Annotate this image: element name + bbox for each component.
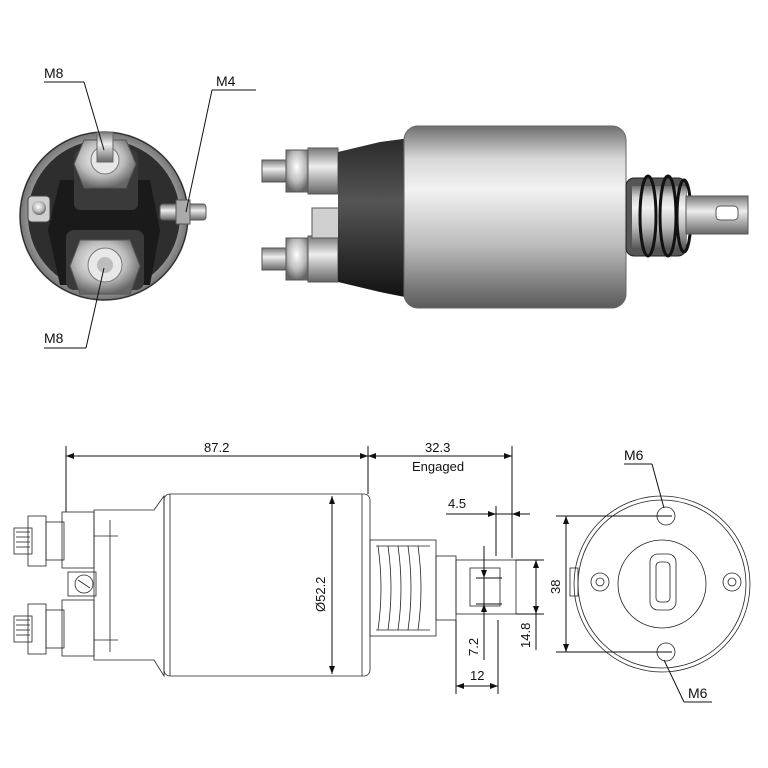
callout-top-m6: M6 [624, 447, 644, 463]
dim-plunger-travel: 32.3 [425, 440, 450, 455]
photo-end-view [19, 131, 207, 301]
dim-tab-slot: 7.2 [466, 638, 481, 656]
callout-top-m8: M8 [44, 65, 64, 81]
photo-callouts: M8 M4 M8 [44, 65, 256, 349]
callout-bottom-m6: M6 [688, 685, 708, 701]
bottom-m8-terminal-photo [69, 239, 141, 295]
callout-m4: M4 [216, 73, 236, 89]
dim-overall-length: 87.2 [204, 440, 229, 455]
callout-bottom-m8: M8 [44, 330, 64, 346]
dim-tab-length: 12 [470, 668, 484, 683]
dim-plunger-offset: 4.5 [448, 496, 466, 511]
dim-plunger-state: Engaged [412, 459, 464, 474]
dimension-lines: 87.2 32.3 Engaged 4.5 Ø52.2 7.2 14.8 [65, 440, 544, 694]
drawing-terminals [13, 511, 97, 657]
end-view-bolt-holes [590, 506, 742, 662]
end-view-callouts: M6 M6 [624, 447, 712, 703]
side-terminals-photo [261, 147, 349, 283]
drawing-side-elevation [13, 493, 517, 678]
top-m8-terminal-photo [73, 131, 137, 189]
dim-tab-width: 14.8 [518, 623, 533, 648]
m4-terminal-photo [159, 199, 207, 225]
drawing-end-view: 38 [548, 495, 751, 673]
dim-flange-height: 38 [548, 580, 563, 594]
dim-body-diameter: Ø52.2 [313, 577, 328, 612]
drawing-spring [376, 545, 430, 631]
photo-side-view [261, 125, 749, 309]
